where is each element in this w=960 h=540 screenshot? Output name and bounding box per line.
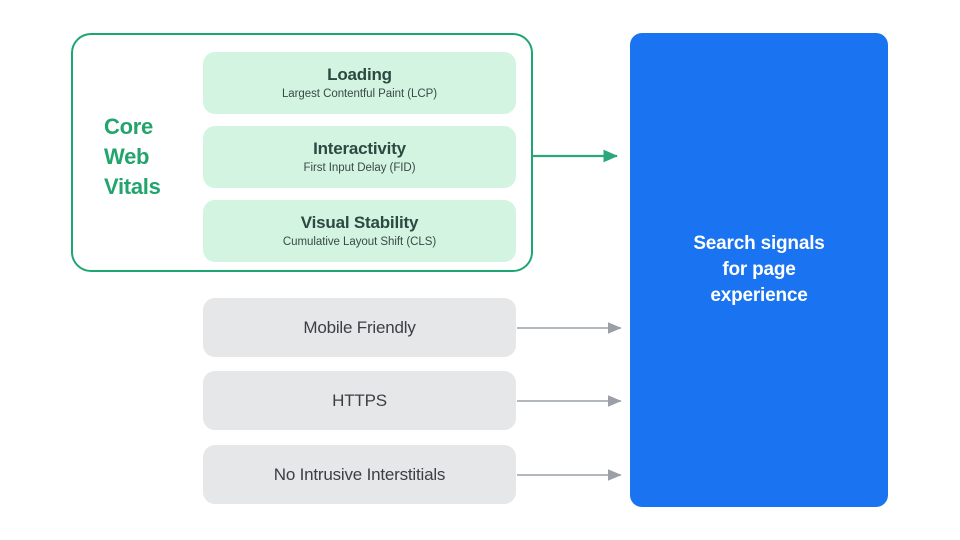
signal-label-no-intrusive-interstitials: No Intrusive Interstitials: [273, 464, 446, 484]
metric-title-interactivity: Interactivity: [313, 139, 406, 158]
core-web-vitals-label-line-2: Web: [104, 144, 150, 169]
signal-card-mobile-friendly[interactable]: Mobile Friendly: [203, 298, 516, 357]
signal-card-https[interactable]: HTTPS: [203, 371, 516, 430]
signal-card-no-intrusive-interstitials[interactable]: No Intrusive Interstitials: [203, 445, 516, 504]
metric-title-visual-stability: Visual Stability: [300, 213, 419, 232]
search-signals-panel[interactable]: Search signals for page experience: [630, 33, 888, 507]
core-web-vitals-label: Core Web Vitals: [104, 112, 190, 202]
search-signals-text: Search signals for page experience: [659, 231, 859, 309]
metric-subtitle-loading: Largest Contentful Paint (LCP): [281, 88, 438, 100]
core-web-vitals-label-line-3: Vitals: [104, 174, 161, 199]
signal-label-mobile-friendly: Mobile Friendly: [303, 317, 416, 337]
metric-title-loading: Loading: [327, 65, 392, 84]
search-signals-line-1: Search signals: [693, 233, 825, 254]
metric-subtitle-visual-stability: Cumulative Layout Shift (CLS): [282, 236, 437, 248]
core-web-vitals-label-line-1: Core: [104, 114, 153, 139]
search-signals-line-3: experience: [710, 285, 808, 306]
metric-card-visual-stability[interactable]: Visual Stability Cumulative Layout Shift…: [203, 200, 516, 262]
search-signals-line-2: for page: [722, 259, 796, 280]
metric-card-interactivity[interactable]: Interactivity First Input Delay (FID): [203, 126, 516, 188]
metric-subtitle-interactivity: First Input Delay (FID): [303, 162, 416, 174]
signal-label-https: HTTPS: [332, 390, 387, 410]
metric-card-loading[interactable]: Loading Largest Contentful Paint (LCP): [203, 52, 516, 114]
